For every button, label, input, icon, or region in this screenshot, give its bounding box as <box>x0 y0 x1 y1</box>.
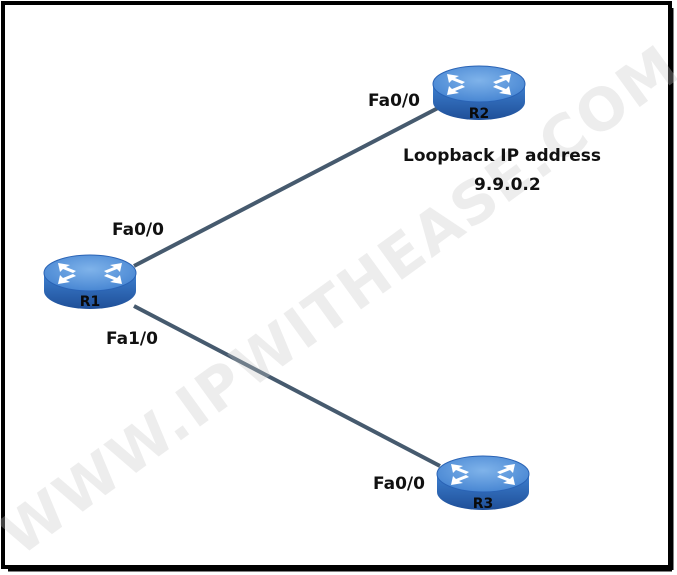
router-label-r2: R2 <box>468 106 490 122</box>
loopback-ip: 9.9.0.2 <box>474 175 541 195</box>
r1-fa10-label: Fa1/0 <box>106 329 158 349</box>
loopback-label: Loopback IP address <box>403 146 601 166</box>
r1-fa00-label: Fa0/0 <box>112 220 164 240</box>
router-label-r3: R3 <box>472 496 494 512</box>
link-r1-r2 <box>133 106 439 268</box>
router-label-r1: R1 <box>79 294 101 310</box>
link-r1-r3 <box>133 304 441 468</box>
r2-fa00-label: Fa0/0 <box>368 91 420 111</box>
r3-fa00-label: Fa0/0 <box>373 474 425 494</box>
